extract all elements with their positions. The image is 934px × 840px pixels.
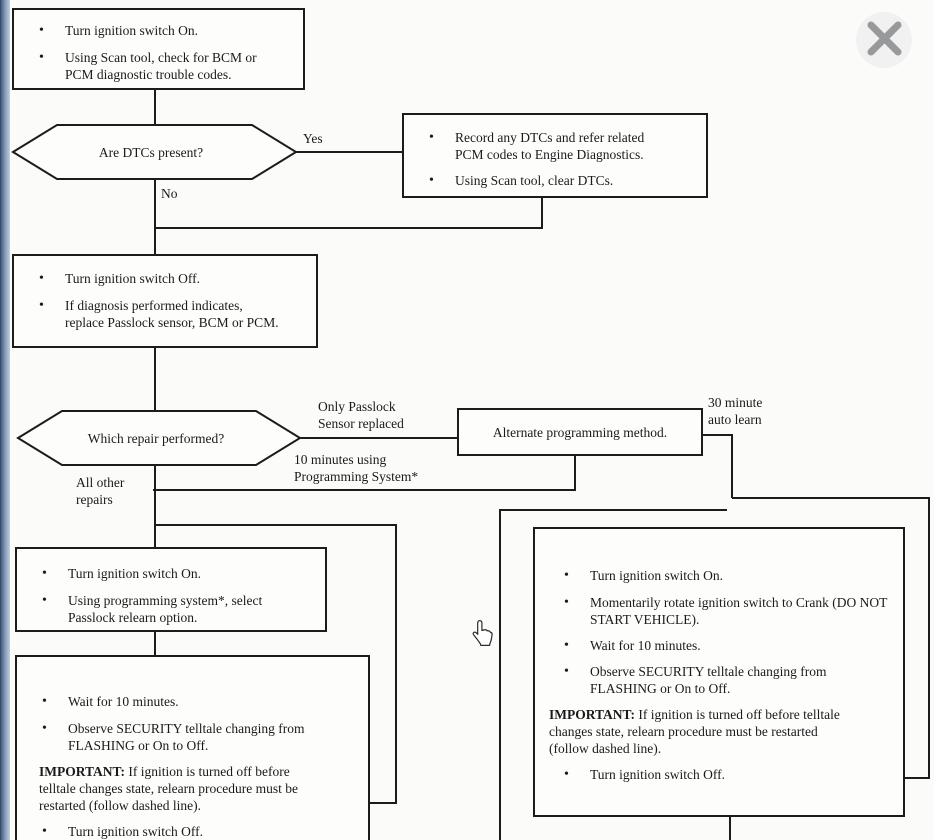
decision-hexagon-repair	[16, 410, 302, 466]
bullet-glyph: •	[564, 637, 569, 653]
important-label: IMPORTANT:	[549, 707, 636, 723]
bullet-glyph: •	[42, 566, 47, 581]
edge-label-all-other-repairs: All other repairs	[76, 475, 125, 507]
bullet-text: Observe SECURITY telltale changing from …	[68, 720, 305, 753]
flow-node-start: • Turn ignition switch On. • Using Scan …	[12, 8, 305, 90]
edge-label-only-passlock: Only Passlock Sensor replaced	[318, 399, 404, 431]
bullet-glyph: •	[429, 130, 434, 145]
bullet-item: • Turn ignition switch Off.	[24, 270, 280, 288]
window-edge-strip	[0, 0, 10, 840]
bullet-glyph: •	[39, 271, 44, 286]
edge-label-10-minutes: 10 minutes using Programming System*	[294, 452, 419, 484]
important-text: If ignition is turned off before telltal…	[39, 763, 299, 813]
bullet-text: Wait for 10 minutes.	[590, 637, 701, 653]
bullet-item: • Wait for 10 minutes.	[549, 637, 891, 655]
flow-node-auto-learn-right: • Turn ignition switch On. • Momentarily…	[533, 527, 905, 817]
edge-label-yes: Yes	[303, 131, 323, 146]
bullet-item: • Observe SECURITY telltale changing fro…	[27, 720, 358, 754]
cursor-hand-pointer-icon	[472, 619, 494, 651]
connector-restart-left	[155, 524, 397, 804]
outer-right-box-outline	[499, 509, 727, 840]
bullet-text: Turn ignition switch Off.	[590, 767, 726, 783]
connector-10min-return	[153, 456, 576, 491]
important-note: IMPORTANT: If ignition is turned off bef…	[27, 763, 358, 814]
bullet-item: • Observe SECURITY telltale changing fro…	[549, 663, 891, 697]
decision-repair-question: Which repair performed?	[87, 431, 225, 446]
flow-node-wait-left: • Wait for 10 minutes. • Observe SECURIT…	[15, 655, 370, 840]
back-right-box-outline	[732, 497, 930, 779]
edge-label-no: No	[161, 186, 178, 201]
bullet-item: • Wait for 10 minutes.	[27, 693, 358, 711]
bullet-glyph: •	[39, 297, 44, 313]
close-icon	[867, 21, 902, 56]
bullet-glyph: •	[42, 694, 47, 709]
bullet-text: Turn ignition switch Off.	[65, 271, 201, 286]
bullet-item: • If diagnosis performed indicates, repl…	[24, 297, 280, 331]
bullet-glyph: •	[564, 767, 569, 783]
bullet-glyph: •	[564, 568, 569, 583]
bullet-text: Turn ignition switch On.	[68, 566, 202, 581]
bullet-glyph: •	[564, 594, 569, 610]
bullet-glyph: •	[39, 23, 44, 38]
bullet-glyph: •	[429, 173, 434, 188]
close-button[interactable]	[856, 12, 912, 68]
bullet-text: Momentarily rotate ignition switch to Cr…	[590, 594, 888, 627]
bullet-text: Turn ignition switch On.	[590, 568, 724, 583]
bullet-item: • Record any DTCs and refer related PCM …	[414, 129, 666, 163]
bullet-item: • Turn ignition switch On.	[27, 565, 287, 583]
flow-node-alternate-method: Alternate programming method.	[457, 408, 703, 456]
bullet-item: • Turn ignition switch Off.	[549, 766, 891, 784]
bullet-glyph: •	[564, 664, 569, 680]
bullet-text: Using programming system*, select Passlo…	[68, 592, 263, 625]
bullet-item: • Using programming system*, select Pass…	[27, 592, 287, 626]
bullet-glyph: •	[42, 823, 47, 839]
bullet-text: Wait for 10 minutes.	[68, 694, 179, 709]
bullet-glyph: •	[42, 592, 47, 608]
bullet-item: • Using Scan tool, check for BCM or PCM …	[24, 49, 265, 83]
flow-node-relearn-option: • Turn ignition switch On. • Using progr…	[15, 547, 327, 632]
bullet-glyph: •	[39, 49, 44, 65]
edge-label-30-minute: 30 minute auto learn	[708, 395, 763, 427]
connector-30min	[703, 434, 733, 498]
flow-node-ignition-off: • Turn ignition switch Off. • If diagnos…	[12, 254, 318, 348]
bullet-text: Turn ignition switch Off.	[68, 823, 204, 839]
bullet-item: • Using Scan tool, clear DTCs.	[414, 172, 666, 190]
important-text: If ignition is turned off before telltal…	[549, 707, 840, 757]
important-note: IMPORTANT: If ignition is turned off bef…	[549, 706, 891, 757]
bullet-text: If diagnosis performed indicates, replac…	[65, 297, 279, 330]
bullet-text: Observe SECURITY telltale changing from …	[590, 664, 827, 697]
bullet-text: Using Scan tool, clear DTCs.	[455, 173, 614, 188]
bullet-text: Turn ignition switch On.	[65, 23, 199, 38]
bullet-item: • Momentarily rotate ignition switch to …	[549, 594, 891, 628]
decision-dtc-question: Are DTCs present?	[98, 145, 204, 160]
bullet-item: • Turn ignition switch On.	[549, 567, 891, 585]
node-label: Alternate programming method.	[492, 424, 668, 440]
bullet-item: • Turn ignition switch On.	[24, 22, 265, 40]
decision-hexagon-dtc	[11, 124, 298, 180]
bullet-text: Record any DTCs and refer related PCM co…	[455, 130, 645, 162]
flow-node-record-dtcs: • Record any DTCs and refer related PCM …	[402, 113, 708, 198]
important-label: IMPORTANT:	[39, 763, 126, 779]
connector-record-return	[155, 198, 543, 229]
bullet-text: Using Scan tool, check for BCM or PCM di…	[65, 49, 257, 82]
bullet-glyph: •	[42, 720, 47, 736]
bullet-item: • Turn ignition switch Off.	[27, 823, 358, 840]
